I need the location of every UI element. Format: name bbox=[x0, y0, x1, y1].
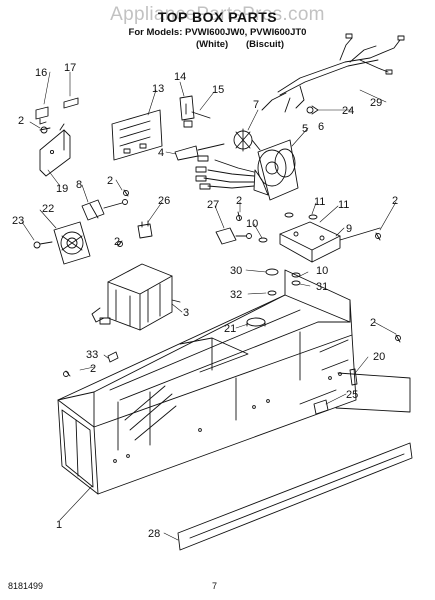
callout-3: 3 bbox=[183, 307, 189, 319]
color-label-biscuit: (Biscuit) bbox=[246, 39, 284, 50]
callout-2: 2 bbox=[236, 195, 242, 207]
callout-10: 10 bbox=[316, 265, 328, 277]
callout-2: 2 bbox=[370, 317, 376, 329]
callout-22: 22 bbox=[42, 203, 54, 215]
callout-32: 32 bbox=[230, 289, 242, 301]
leader-lines bbox=[21, 71, 397, 541]
callout-7: 7 bbox=[253, 99, 259, 111]
callout-4: 4 bbox=[158, 147, 164, 159]
callout-25: 25 bbox=[346, 389, 358, 401]
top-box-housing bbox=[57, 269, 357, 495]
cap-fastener bbox=[81, 199, 128, 221]
small-clips bbox=[35, 97, 79, 125]
callout-23: 23 bbox=[12, 215, 24, 227]
diagram-title: TOP BOX PARTS bbox=[157, 9, 278, 25]
document-number: 8181499 bbox=[8, 581, 44, 591]
callout-11: 11 bbox=[314, 196, 325, 208]
transformer bbox=[91, 263, 181, 331]
callout-24: 24 bbox=[342, 105, 354, 117]
switch-assembly bbox=[179, 95, 211, 128]
callout-1: 1 bbox=[56, 519, 62, 531]
callout-2: 2 bbox=[107, 175, 113, 187]
callout-13: 13 bbox=[152, 83, 164, 95]
fan-motor-assembly bbox=[195, 128, 299, 201]
callout-33: 33 bbox=[86, 349, 98, 361]
lower-front-panel bbox=[299, 368, 411, 413]
callout-27: 27 bbox=[207, 199, 219, 211]
callout-10: 10 bbox=[246, 218, 258, 230]
callout-5: 5 bbox=[302, 123, 308, 135]
callout-30: 30 bbox=[230, 265, 242, 277]
relay-part bbox=[137, 220, 153, 239]
control-board bbox=[111, 109, 163, 161]
wire-harness bbox=[261, 33, 405, 113]
callout-20: 20 bbox=[373, 351, 385, 363]
callout-2: 2 bbox=[18, 115, 24, 127]
page-number: 7 bbox=[212, 581, 218, 591]
callout-31: 31 bbox=[316, 281, 328, 293]
watermark: AppliancePartsPros.com bbox=[110, 4, 325, 25]
front-grille-panel bbox=[177, 442, 413, 551]
callout-numbers: 1 2 2 2 2 2 2 2 3 4 5 6 7 8 9 10 10 11 1… bbox=[12, 62, 398, 540]
callout-26: 26 bbox=[158, 195, 170, 207]
callout-29: 29 bbox=[370, 97, 382, 109]
callout-2: 2 bbox=[90, 363, 96, 375]
callout-19: 19 bbox=[56, 183, 68, 195]
callout-9: 9 bbox=[346, 223, 352, 235]
callout-16: 16 bbox=[35, 67, 47, 79]
callout-21: 21 bbox=[224, 323, 236, 335]
callout-15: 15 bbox=[212, 84, 224, 96]
callout-28: 28 bbox=[148, 528, 160, 540]
mounting-bracket bbox=[39, 126, 71, 177]
thermostat-bulb bbox=[215, 227, 252, 245]
callout-2: 2 bbox=[114, 236, 120, 248]
callout-14: 14 bbox=[174, 71, 186, 83]
models-line: For Models: PVWI600JW0, PVWI600JT0 bbox=[128, 27, 307, 38]
hardware-fasteners bbox=[59, 105, 401, 415]
callout-2: 2 bbox=[392, 195, 398, 207]
motor-bracket bbox=[279, 221, 381, 263]
callout-8: 8 bbox=[76, 179, 82, 191]
condenser-fan bbox=[33, 221, 91, 265]
callout-6: 6 bbox=[318, 121, 324, 133]
wire-connector bbox=[174, 143, 225, 161]
color-label-white: (White) bbox=[196, 39, 229, 50]
callout-11: 11 bbox=[338, 199, 349, 211]
callout-17: 17 bbox=[64, 62, 76, 74]
